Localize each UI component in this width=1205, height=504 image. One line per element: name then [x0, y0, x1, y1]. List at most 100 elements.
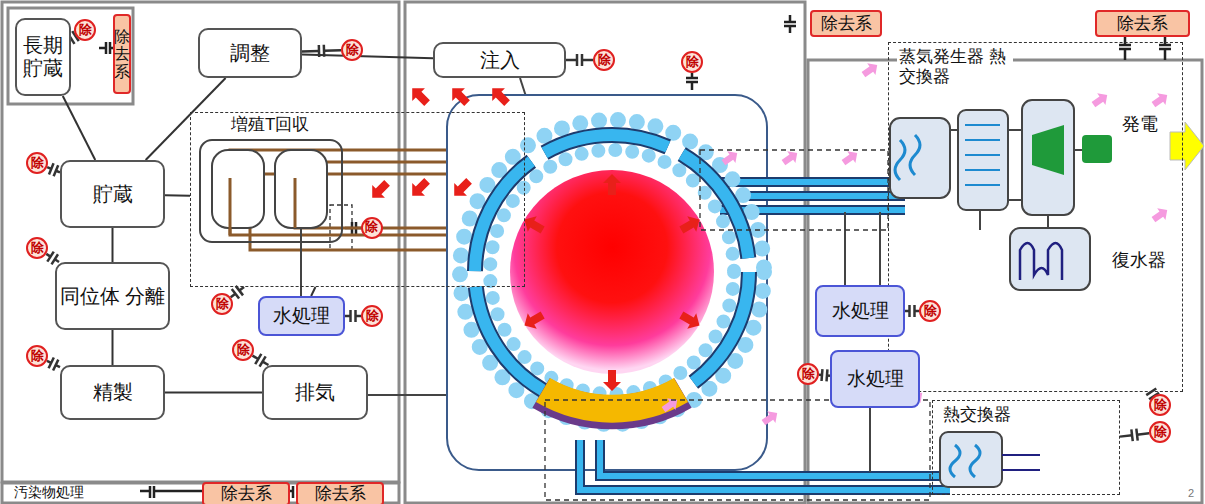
connector: [146, 78, 226, 160]
region-heading: 熱交換器: [941, 405, 1035, 425]
node-label: 除: [686, 55, 699, 70]
node-label: 水処理: [273, 305, 330, 327]
removal-circle: 除: [74, 19, 96, 41]
process-box: 調整: [198, 28, 302, 78]
process-box: 長期 貯蔵: [15, 18, 71, 96]
connector: [112, 330, 113, 365]
connector: [345, 310, 361, 322]
connector-stroke: [63, 96, 95, 160]
connector-stroke: [302, 50, 319, 53]
connector-stroke: [324, 49, 341, 52]
connector-stroke: [349, 310, 352, 322]
connector-stroke: [112, 330, 114, 365]
removal-system-box: 除去系: [296, 482, 384, 504]
removal-circle: 除: [681, 51, 703, 73]
connector-stroke: [820, 369, 823, 381]
removal-circle: 除: [341, 39, 363, 61]
connector-stroke: [112, 228, 114, 262]
node-label: 除去系: [221, 484, 272, 504]
node-label: 除去系: [821, 14, 872, 34]
node-label: 除: [1154, 425, 1167, 440]
removal-circle: 除: [232, 339, 254, 361]
connector: [311, 287, 315, 296]
part-label: 発電: [1122, 112, 1158, 136]
connector: [46, 252, 59, 265]
connector: [165, 392, 262, 393]
connector: [47, 357, 60, 370]
connector-stroke: [232, 289, 239, 299]
node-label: 長期 貯蔵: [17, 34, 69, 80]
part-label: 汚染物処理: [14, 484, 84, 502]
removal-circle: 除: [593, 49, 615, 71]
connector-stroke: [47, 252, 53, 262]
connector: [1120, 429, 1149, 441]
water-treatment-box: 水処理: [815, 285, 905, 337]
connector-stroke: [49, 357, 54, 368]
connector: [905, 305, 919, 317]
connector-stroke: [1137, 433, 1149, 434]
node-label: 除去系: [114, 28, 130, 81]
removal-circle: 除: [211, 293, 233, 315]
connector-stroke: [566, 59, 577, 62]
connector-stroke: [53, 360, 58, 371]
connector: [302, 54, 433, 58]
node-label: 除: [31, 349, 44, 364]
water-treatment-box: 水処理: [258, 296, 345, 336]
removal-system-box: 除去系: [1095, 10, 1190, 37]
connector-stroke: [49, 163, 54, 174]
page-number: 2: [1188, 487, 1194, 499]
node-label: 除: [31, 156, 44, 171]
connector-stroke: [165, 392, 262, 394]
node-label: 除: [924, 304, 937, 319]
part-label: 復水器: [1112, 248, 1166, 272]
node-label: 除: [346, 43, 359, 58]
node-label: 除: [365, 220, 378, 235]
connector: [112, 228, 113, 262]
connector-stroke: [825, 369, 828, 381]
node-label: 調整: [230, 42, 270, 65]
removal-system-box: 除去系: [113, 14, 131, 94]
connector: [231, 286, 244, 299]
process-box: 注入: [433, 42, 566, 78]
removal-circle: 除: [1149, 394, 1171, 416]
removal-circle: 除: [361, 305, 383, 327]
removal-circle: 除: [26, 345, 48, 367]
process-box: 同位体 分離: [55, 262, 170, 330]
node-label: 除去系: [315, 484, 366, 504]
removal-system-box: 除去系: [810, 10, 882, 37]
removal-circle: 除: [1149, 421, 1171, 443]
node-label: 除: [1154, 398, 1167, 413]
node-label: 除: [598, 53, 611, 68]
connector-stroke: [255, 354, 261, 364]
connector-stroke: [582, 59, 593, 62]
connector: [63, 96, 95, 160]
connector-stroke: [1136, 429, 1137, 441]
node-label: 水処理: [847, 368, 904, 390]
connector-stroke: [581, 54, 584, 66]
dashed-region: 増殖T回収除: [190, 112, 525, 287]
removal-circle: 除: [26, 152, 48, 174]
node-label: 貯蔵: [93, 183, 133, 206]
connector-stroke: [1120, 435, 1132, 436]
connector-stroke: [1131, 429, 1132, 441]
connector: [47, 163, 60, 176]
process-box: 排気: [262, 365, 368, 420]
connector: [252, 354, 268, 367]
node-label: 除: [79, 23, 92, 38]
node-label: 除: [237, 343, 250, 358]
connector-stroke: [165, 194, 190, 197]
connector-stroke: [54, 165, 59, 176]
region-heading: 増殖T回収: [229, 115, 353, 135]
connector-stroke: [146, 78, 226, 160]
node-label: 同位体 分離: [60, 285, 166, 308]
removal-system-box: 除去系: [202, 482, 290, 504]
node-label: 注入: [480, 49, 520, 72]
node-label: 除: [802, 367, 815, 382]
node-label: 水処理: [832, 300, 889, 322]
water-treatment-box: 水処理: [830, 350, 920, 408]
node-label: 除去系: [1117, 14, 1168, 34]
node-label: 除: [366, 309, 379, 324]
